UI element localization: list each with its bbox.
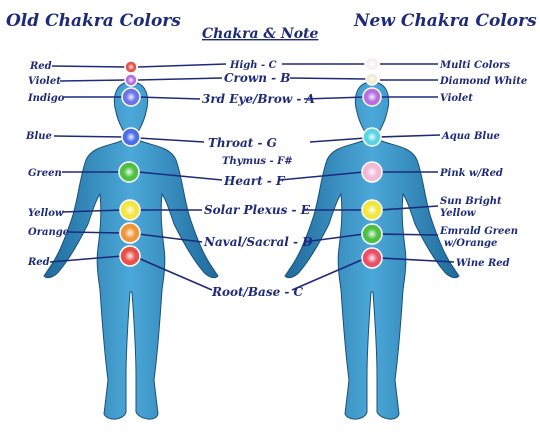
note-solar-plexus-e: Solar Plexus - E [204,203,311,217]
old-chakra-glow [123,166,135,178]
new-chakra-glow [366,252,378,264]
left-label-indigo: Indigo [27,93,65,104]
left-label-red-top: Red [29,61,52,72]
old-chakra-glow [124,227,136,239]
new-chakra-glow [367,92,377,102]
new-colors-title: New Chakra Colors [353,11,537,31]
right-label-emrald-green: Emrald Green [439,226,518,237]
new-chakras [361,56,383,269]
old-colors-title: Old Chakra Colors [6,11,181,31]
right-label-violet: Violet [440,93,473,104]
old-chakra-glow [124,250,136,262]
right-label-aqua-blue: Aqua Blue [441,131,500,142]
right-label-wine-red: Wine Red [456,258,510,269]
right-label-multi-colors: Multi Colors [439,60,510,71]
right-labels: Multi Colors Diamond White Violet Aqua B… [439,60,527,269]
new-chakra-glow [368,75,376,83]
old-chakra-glow [126,132,136,142]
new-chakra-glow [366,228,378,240]
new-chakra-glow [366,166,378,178]
note-third-eye-a: 3rd Eye/Brow - A [202,92,315,106]
old-chakras [118,60,141,267]
note-throat-g: Throat - G [208,136,277,150]
left-label-blue: Blue [25,131,52,142]
new-chakra-glow [368,60,376,68]
note-crown-b: Crown - B [224,71,290,85]
old-chakra-glow [124,204,136,216]
connector-lines [49,63,455,291]
note-thymus-fsharp: Thymus - F# [222,156,293,167]
right-label-pink-red: Pink w/Red [439,168,503,179]
left-labels: Red Violet Indigo Blue Green Yellow Oran… [25,61,69,268]
chakra-note-title: Chakra & Note [202,26,319,42]
center-labels: High - C Crown - B 3rd Eye/Brow - A Thro… [202,60,315,299]
old-chakra-glow [127,63,135,71]
new-chakra-glow [367,132,377,142]
note-high-c: High - C [229,60,277,71]
right-label-diamond-white: Diamond White [439,76,527,87]
old-chakra-glow [126,92,136,102]
note-naval-sacral-d: Naval/Sacral - D [203,235,313,249]
note-root-base-c: Root/Base - C [211,285,304,299]
left-label-yellow: Yellow [28,208,64,219]
right-label-sun-bright: Sun Bright [440,196,502,207]
old-chakra-glow [127,76,135,84]
note-heart-f: Heart - F [223,174,286,188]
right-label-yellow: Yellow [440,208,476,219]
left-label-red-bottom: Red [27,257,50,268]
left-label-orange: Orange [28,227,69,238]
left-label-violet: Violet [28,76,61,87]
right-label-with-orange: w/Orange [444,238,497,249]
new-chakra-glow [366,204,378,216]
left-label-green: Green [28,168,62,179]
